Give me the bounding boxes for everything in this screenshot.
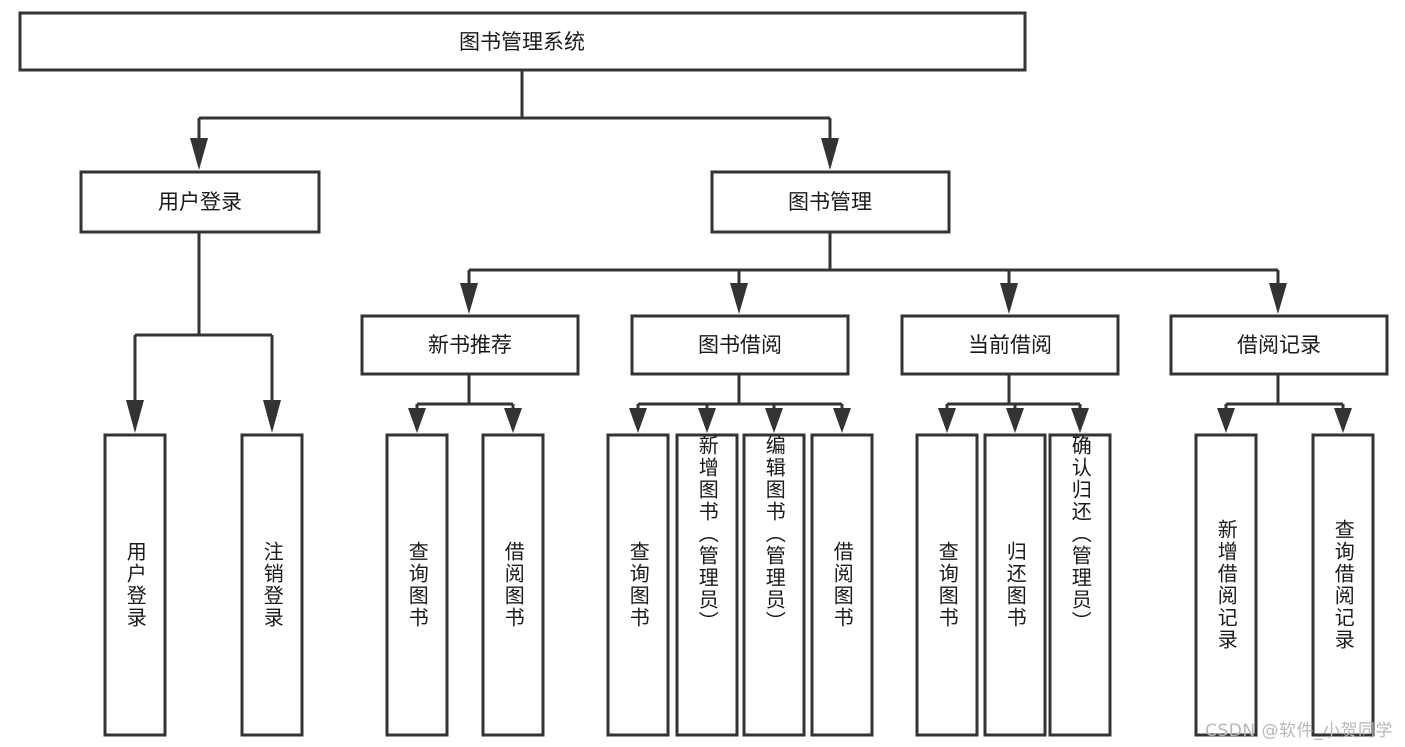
- arrow-head-leaf-confirm-return: [1071, 408, 1089, 433]
- node-label-book-manage: 图书管理: [788, 190, 872, 214]
- node-box-book-borrow[interactable]: [630, 314, 850, 376]
- arrow-head-leaf-user-login: [126, 400, 144, 433]
- node-box-leaf-query-book-3[interactable]: [915, 433, 979, 737]
- node-box-current-borrow[interactable]: [900, 314, 1120, 376]
- arrow-head-leaf-add-book: [698, 408, 716, 433]
- node-box-leaf-add-record[interactable]: [1194, 433, 1258, 737]
- arrow-head-user-login: [190, 138, 208, 170]
- arrow-head-leaf-borrow-book-2: [833, 408, 851, 433]
- node-label-user-login: 用户登录: [158, 190, 242, 214]
- node-box-leaf-query-record[interactable]: [1311, 433, 1375, 737]
- node-box-leaf-borrow-book-2[interactable]: [810, 433, 874, 737]
- node-box-borrow-record[interactable]: [1169, 314, 1389, 376]
- arrow-head-book-manage: [821, 138, 839, 170]
- node-box-leaf-query-book-1[interactable]: [385, 433, 449, 737]
- arrow-head-leaf-query-book-2: [629, 408, 647, 433]
- node-box-leaf-confirm-return[interactable]: [1048, 433, 1112, 737]
- node-label-borrow-record: 借阅记录: [1237, 333, 1321, 357]
- arrow-head-leaf-add-record: [1217, 408, 1235, 433]
- node-box-leaf-edit-book[interactable]: [742, 433, 806, 737]
- node-box-leaf-return-book[interactable]: [983, 433, 1047, 737]
- arrow-head-borrow-record: [1269, 283, 1287, 314]
- node-label-title: 图书管理系统: [459, 30, 585, 54]
- arrow-head-new-book-recommend: [460, 283, 478, 314]
- node-box-leaf-borrow-book-1[interactable]: [481, 433, 545, 737]
- arrow-head-leaf-query-record: [1334, 408, 1352, 433]
- arrow-head-book-borrow: [730, 283, 748, 314]
- arrow-head-leaf-borrow-book-1: [504, 408, 522, 433]
- node-box-title[interactable]: [18, 11, 1027, 72]
- csdn-watermark: CSDN @软件_小贺同学: [1205, 721, 1393, 741]
- node-label-current-borrow: 当前借阅: [968, 333, 1052, 357]
- node-label-new-book-recommend: 新书推荐: [428, 333, 512, 357]
- node-box-new-book-recommend[interactable]: [360, 314, 580, 376]
- node-box-leaf-add-book[interactable]: [675, 433, 739, 737]
- node-box-user-login[interactable]: [79, 170, 321, 234]
- arrow-head-current-borrow: [1000, 283, 1018, 314]
- arrow-head-leaf-return-book: [1006, 408, 1024, 433]
- arrow-head-leaf-query-book-3: [938, 408, 956, 433]
- arrow-head-leaf-query-book-1: [408, 408, 426, 433]
- node-label-book-borrow: 图书借阅: [698, 333, 782, 357]
- node-box-book-manage[interactable]: [710, 170, 951, 234]
- node-box-leaf-logout[interactable]: [240, 433, 304, 737]
- node-box-leaf-query-book-2[interactable]: [606, 433, 670, 737]
- node-box-leaf-user-login[interactable]: [103, 433, 167, 737]
- arrow-head-leaf-edit-book: [765, 408, 783, 433]
- arrow-head-leaf-logout: [263, 400, 281, 433]
